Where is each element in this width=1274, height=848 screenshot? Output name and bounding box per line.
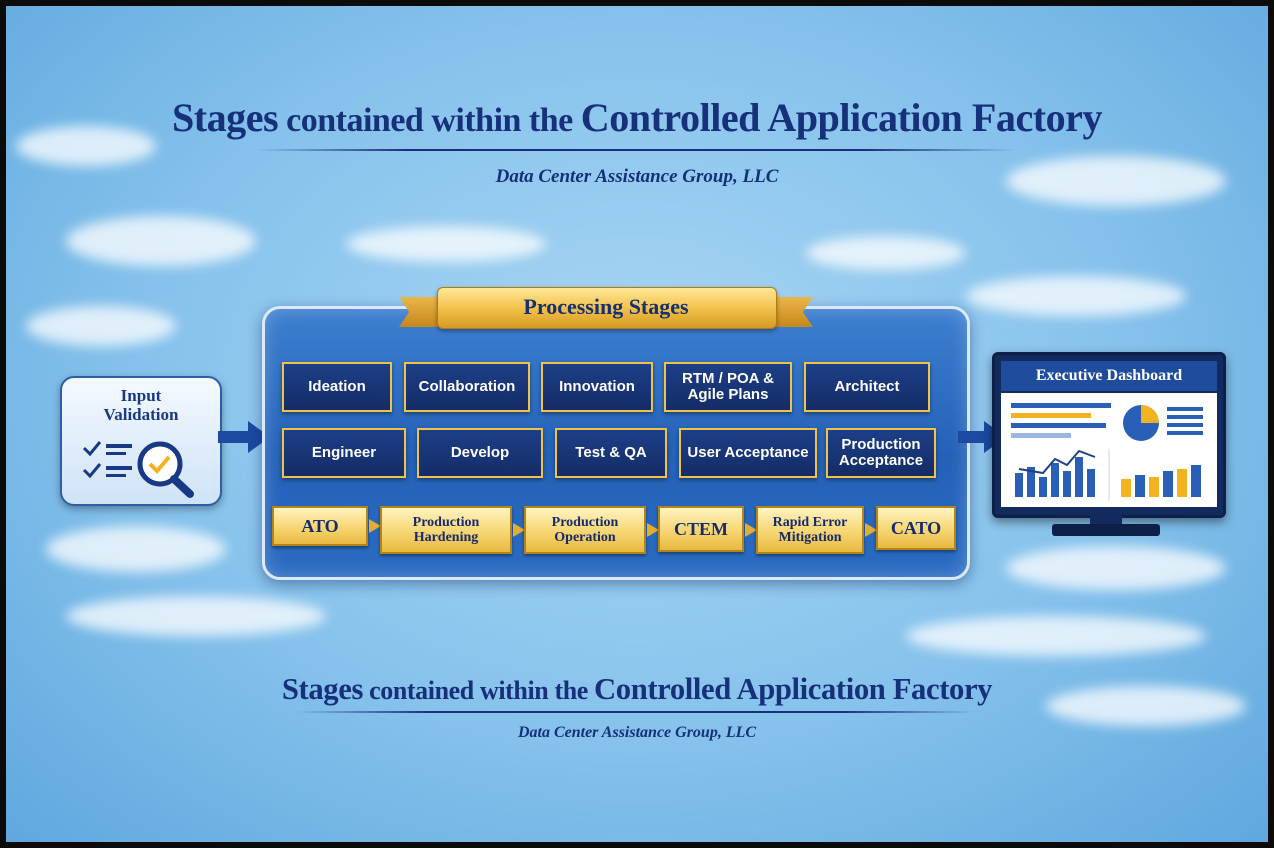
page-title: Stages contained within the Controlled A…	[6, 94, 1268, 141]
monitor-stand	[1090, 514, 1122, 526]
cloud	[66, 216, 256, 266]
pipeline-ato: ATO	[272, 506, 368, 546]
cloud	[1006, 546, 1226, 590]
stage-collaboration: Collaboration	[404, 362, 530, 412]
stage-production-acceptance: Production Acceptance	[826, 428, 936, 478]
dashboard-screen	[1001, 393, 1217, 507]
cloud	[1006, 156, 1226, 206]
cloud	[806, 236, 966, 270]
pipeline-rapid-error-mitigation: Rapid Error Mitigation	[756, 506, 864, 554]
input-validation-label: Input Validation	[103, 386, 179, 424]
stage-user-acceptance: User Acceptance	[679, 428, 817, 478]
stage-rtm-poa: RTM / POA & Agile Plans	[664, 362, 792, 412]
stage-test-qa: Test & QA	[555, 428, 667, 478]
flow-arrow	[958, 431, 986, 443]
cloud	[26, 306, 176, 346]
title-part: contained within the	[363, 676, 595, 705]
page-subtitle: Data Center Assistance Group, LLC	[495, 166, 779, 187]
stage-engineer: Engineer	[282, 428, 406, 478]
flow-arrow	[218, 431, 248, 443]
cloud	[346, 226, 546, 262]
dashboard-charts-icon	[1011, 403, 1203, 501]
title-part: contained within the	[278, 102, 581, 139]
title-part: Stages	[171, 95, 279, 140]
bottom-title: Stages contained within the Controlled A…	[6, 672, 1268, 707]
stage-architect: Architect	[804, 362, 930, 412]
cloud	[16, 126, 156, 166]
stage-develop: Develop	[417, 428, 543, 478]
executive-dashboard-monitor: Executive Dashboard	[992, 352, 1226, 518]
bottom-title-divider	[296, 711, 976, 713]
pipeline-cato: CATO	[876, 506, 956, 550]
cloud	[906, 616, 1206, 656]
pipeline-production-hardening: Production Hardening	[380, 506, 512, 554]
cloud	[966, 276, 1186, 316]
banner-label: Processing Stages	[523, 294, 689, 319]
title-part: Controlled Application Factory	[594, 672, 993, 706]
pipeline-production-operation: Production Operation	[524, 506, 646, 554]
stage-ideation: Ideation	[282, 362, 392, 412]
pipeline-ctem: CTEM	[658, 506, 744, 552]
title-part: Controlled Application Factory	[580, 95, 1103, 140]
cloud	[66, 596, 326, 636]
input-validation-card: Input Validation	[60, 376, 222, 506]
checklist-magnifier-icon	[82, 441, 194, 498]
title-divider	[256, 149, 1016, 151]
bottom-subtitle: Data Center Assistance Group, LLC	[517, 724, 757, 741]
stage-innovation: Innovation	[541, 362, 653, 412]
processing-stages-banner: Processing Stages	[399, 287, 813, 329]
ribbon	[437, 287, 777, 329]
cloud	[1046, 686, 1246, 726]
dashboard-title: Executive Dashboard	[1001, 361, 1217, 391]
title-part: Stages	[281, 672, 364, 706]
monitor-base	[1052, 524, 1160, 536]
cloud	[46, 526, 226, 572]
